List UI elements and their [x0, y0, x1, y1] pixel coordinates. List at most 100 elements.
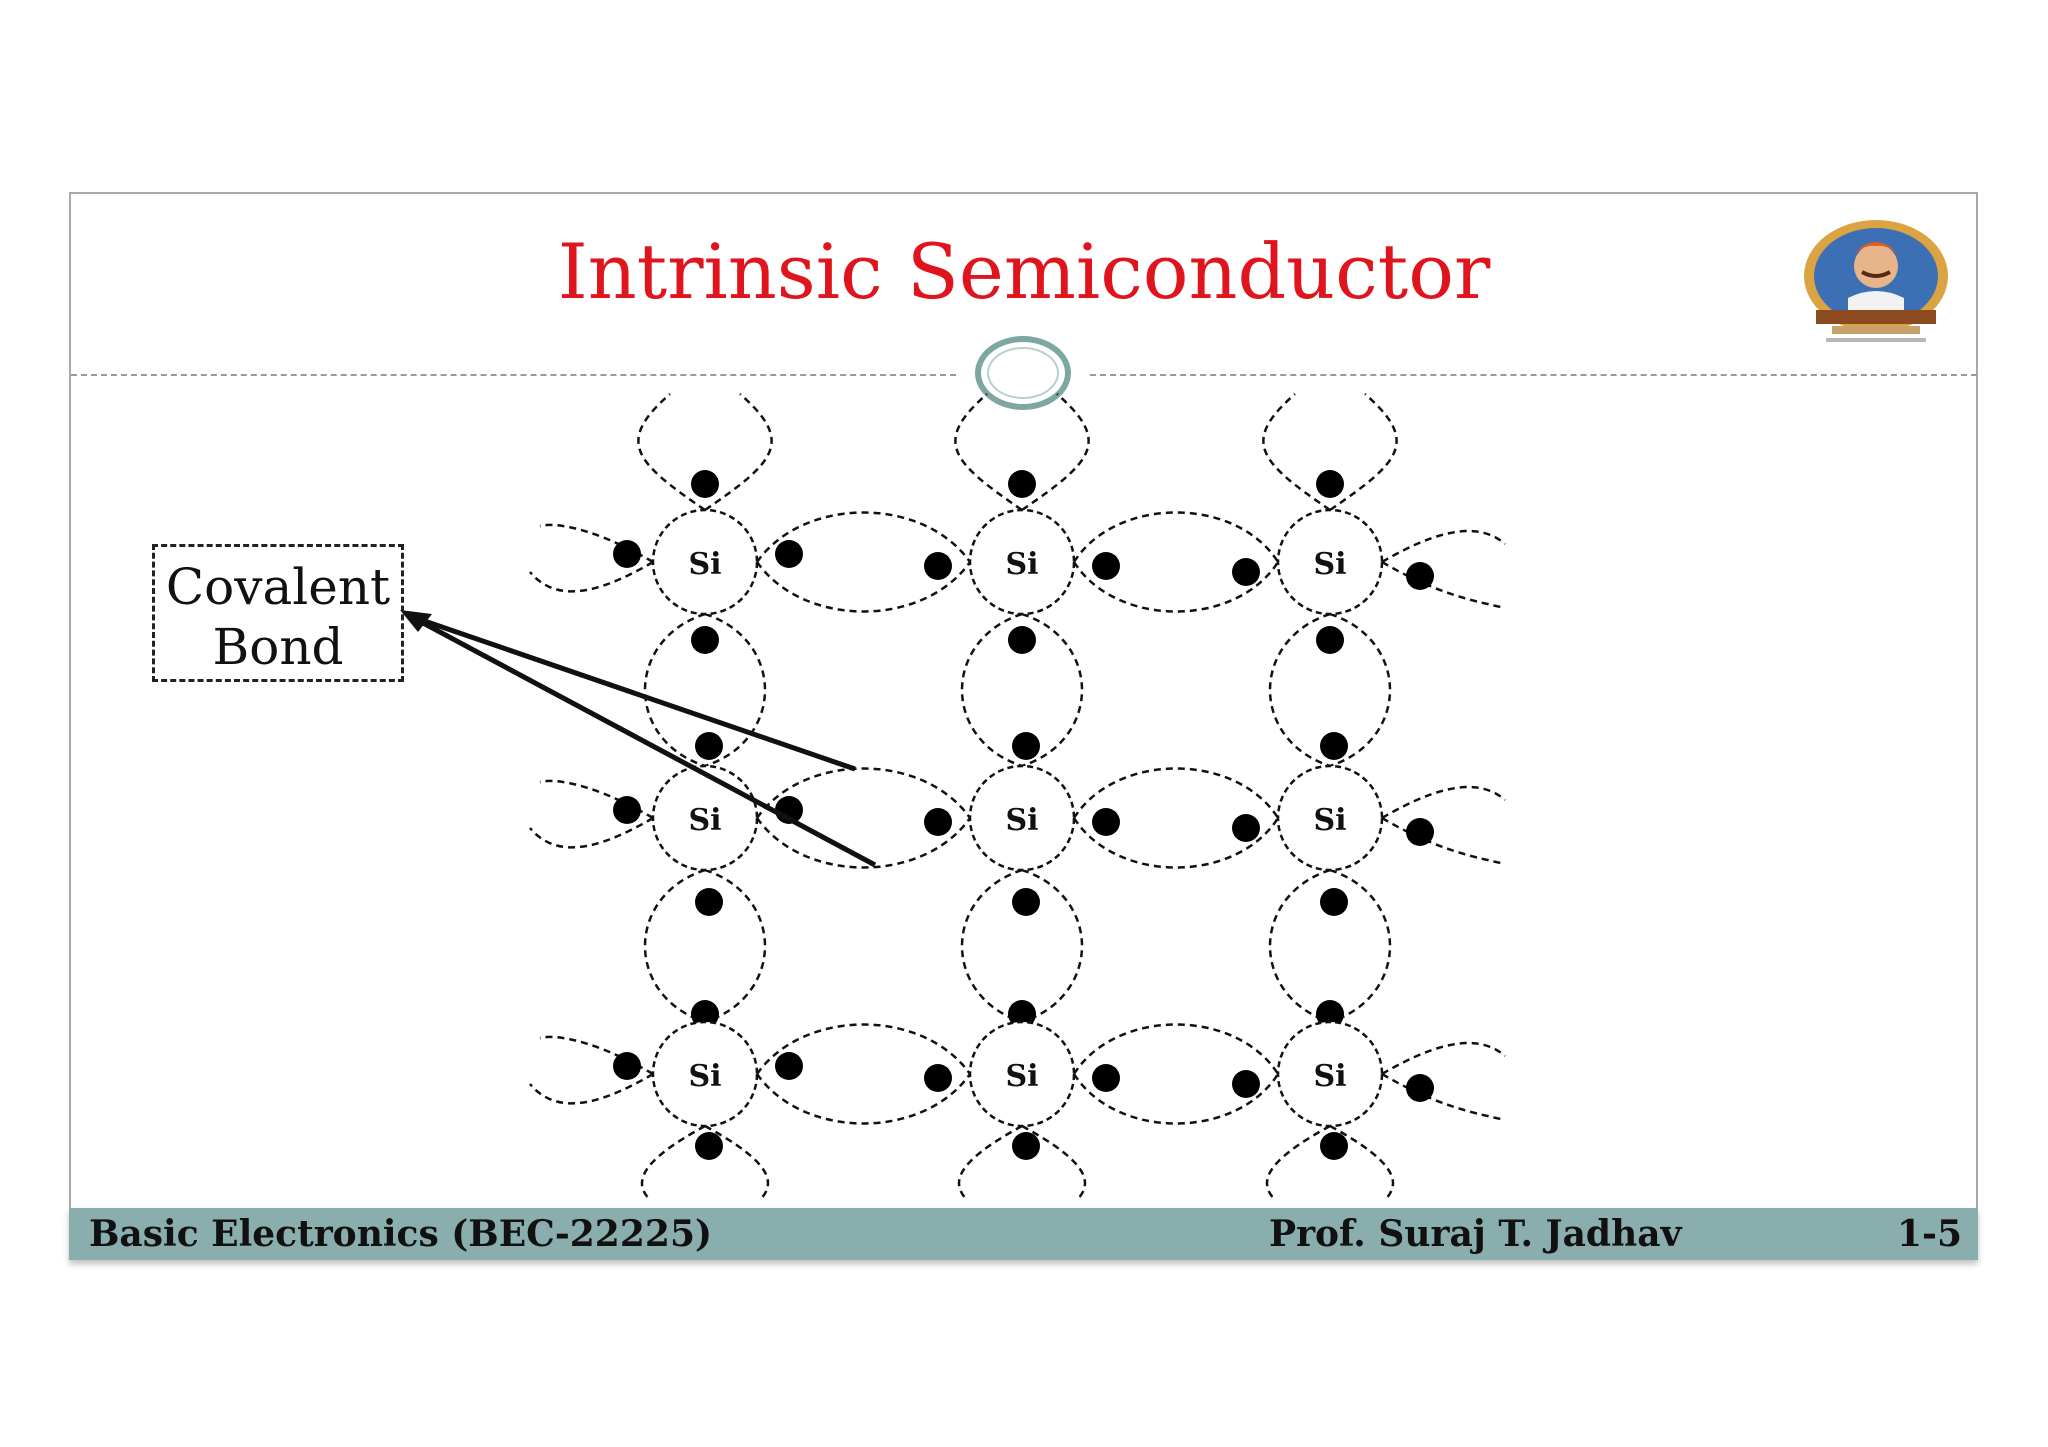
- electron-dot: [1316, 1000, 1344, 1028]
- electron-dot: [924, 1064, 952, 1092]
- bond-loop: [643, 868, 706, 1024]
- bond-loop: [1072, 511, 1280, 563]
- bond-loop: [529, 816, 654, 849]
- electron-dot: [1232, 1070, 1260, 1098]
- bond-loop: [637, 393, 706, 512]
- bond-loop: [640, 1124, 706, 1201]
- electron-dot: [691, 626, 719, 654]
- electron-dot: [1406, 1074, 1434, 1102]
- electron-dot: [1232, 814, 1260, 842]
- bond-loop: [755, 511, 972, 563]
- bond-loop: [960, 868, 1023, 1024]
- bond-loop: [1072, 561, 1280, 613]
- electron-dot: [1320, 888, 1348, 916]
- si-atom-label: Si: [1313, 547, 1346, 582]
- pointer-line-lower: [408, 613, 877, 868]
- bond-loop: [1072, 817, 1280, 869]
- bond-loop: [704, 393, 773, 512]
- si-atom-label: Si: [1005, 803, 1038, 838]
- bond-loop: [704, 868, 767, 1024]
- electron-dot: [613, 796, 641, 824]
- si-atom: [1276, 1020, 1384, 1128]
- bond-loop: [1381, 1072, 1506, 1122]
- bond-loop: [755, 1073, 972, 1125]
- label-line-2: Bond: [212, 618, 344, 676]
- title-divider-left: [71, 374, 956, 376]
- bond-loop: [755, 817, 972, 869]
- bond-loop: [643, 612, 706, 768]
- bond-loop: [1381, 816, 1506, 866]
- label-line-1: Covalent: [165, 558, 391, 616]
- bond-loop: [1381, 560, 1506, 610]
- bond-loop: [539, 1035, 654, 1076]
- electron-dot: [1008, 626, 1036, 654]
- bond-loop: [539, 523, 654, 564]
- electron-dot: [695, 888, 723, 916]
- bond-loop: [529, 1072, 654, 1105]
- bond-loop: [539, 779, 654, 820]
- covalent-bond-loops: [529, 393, 1506, 1201]
- electron-dot: [1406, 562, 1434, 590]
- si-atom: [968, 1020, 1076, 1128]
- electron-dot: [775, 540, 803, 568]
- bond-loop: [1021, 612, 1084, 768]
- bond-loop: [1265, 1124, 1331, 1201]
- bond-loop: [1268, 868, 1331, 1024]
- electron-dot: [1092, 552, 1120, 580]
- divider-ring-ornament: [975, 336, 1071, 410]
- electron-dot: [1012, 888, 1040, 916]
- electron-dot: [1008, 470, 1036, 498]
- bond-loop: [957, 1124, 1023, 1201]
- si-atom-label: Si: [1313, 803, 1346, 838]
- si-atom-label: Si: [688, 803, 721, 838]
- si-atom: [1276, 764, 1384, 872]
- electron-dot: [1008, 1000, 1036, 1028]
- bond-loop: [704, 1124, 770, 1201]
- electron-dot: [924, 808, 952, 836]
- bond-loop: [954, 393, 1023, 512]
- electron-dot: [1320, 732, 1348, 760]
- bond-loop: [1381, 785, 1506, 820]
- si-atom-label: Si: [1005, 1059, 1038, 1094]
- bond-loop: [1329, 868, 1392, 1024]
- footer-course: Basic Electronics (BEC-22225): [89, 1213, 713, 1255]
- electron-dot: [1320, 1132, 1348, 1160]
- si-atom: [1276, 508, 1384, 616]
- bond-loop: [1329, 612, 1392, 768]
- footer-bar: Basic Electronics (BEC-22225) Prof. Sura…: [69, 1208, 1978, 1260]
- covalent-bond-label: Covalent Bond: [152, 544, 404, 682]
- electron-dot: [1316, 626, 1344, 654]
- electron-dot: [775, 1052, 803, 1080]
- bond-loop: [755, 1023, 972, 1075]
- electron-dot: [691, 470, 719, 498]
- electron-dot: [1232, 558, 1260, 586]
- bond-loop: [1072, 767, 1280, 819]
- electron-dot: [695, 732, 723, 760]
- bond-loop: [1262, 393, 1331, 512]
- bond-loop: [1072, 1023, 1280, 1075]
- electron-dot: [924, 552, 952, 580]
- bond-loop: [755, 561, 972, 613]
- bond-loop: [1021, 1124, 1087, 1201]
- si-atom: [968, 508, 1076, 616]
- bond-loop: [1021, 393, 1090, 512]
- pointer-line-upper: [409, 613, 856, 772]
- bond-loop: [704, 612, 767, 768]
- bond-loop: [1021, 868, 1084, 1024]
- si-atom: [651, 1020, 759, 1128]
- footer-page-number: 1-5: [1897, 1213, 1963, 1255]
- electron-dot: [613, 1052, 641, 1080]
- si-atom: [651, 764, 759, 872]
- bond-loop: [960, 612, 1023, 768]
- electron-dot: [691, 1000, 719, 1028]
- electron-dot: [1092, 1064, 1120, 1092]
- electron-dot: [1012, 732, 1040, 760]
- bond-loop: [1381, 529, 1506, 564]
- si-atom-label: Si: [1005, 547, 1038, 582]
- electron-dot: [1406, 818, 1434, 846]
- footer-author: Prof. Suraj T. Jadhav: [1269, 1213, 1682, 1255]
- bond-loop: [1072, 1073, 1280, 1125]
- pointer-arrows: [400, 610, 877, 868]
